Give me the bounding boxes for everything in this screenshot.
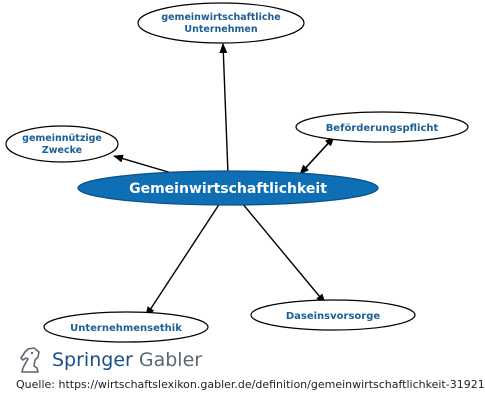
edge-bottom-right [241, 202, 326, 304]
source-line: Quelle: https://wirtschaftslexikon.gable… [16, 378, 485, 391]
center-label: Gemeinwirtschaftlichkeit [129, 181, 327, 197]
logo-imprint: Gabler [138, 349, 203, 371]
node-bottom-right-label: Daseinsvorsorge [286, 311, 381, 322]
edge-top [219, 43, 229, 175]
node-top-line2: Unternehmen [184, 24, 257, 35]
logo-brand: Springer [52, 349, 133, 371]
node-center-gemeinwirtschaftlichkeit: Gemeinwirtschaftlichkeit [77, 170, 379, 206]
node-bottom-left-label: Unternehmensethik [70, 323, 182, 334]
node-left-line1: gemeinnützige [22, 133, 102, 144]
node-befoerderungspflicht: Beförderungspflicht [295, 111, 469, 143]
mindmap-diagram: gemeinwirtschaftliche Unternehmen gemein… [5, 2, 469, 343]
springer-gabler-logo: Springer Gabler [16, 346, 206, 374]
node-gemeinnuetzige-zwecke: gemeinnützige Zwecke [5, 125, 119, 163]
node-gemeinwirtschaftliche-unternehmen: gemeinwirtschaftliche Unternehmen [137, 2, 305, 44]
node-top-line1: gemeinwirtschaftliche [161, 12, 280, 23]
springer-knight-icon [20, 347, 40, 373]
node-left-line2: Zwecke [42, 145, 82, 156]
edge-left [113, 154, 176, 175]
node-daseinsvorsorge: Daseinsvorsorge [250, 299, 416, 331]
logo-wordmark: Springer Gabler [52, 346, 202, 374]
node-right-label: Beförderungspflicht [326, 123, 439, 134]
edge-bottom-left [145, 202, 221, 317]
edge-right-back [299, 136, 335, 175]
node-unternehmensethik: Unternehmensethik [43, 311, 209, 343]
